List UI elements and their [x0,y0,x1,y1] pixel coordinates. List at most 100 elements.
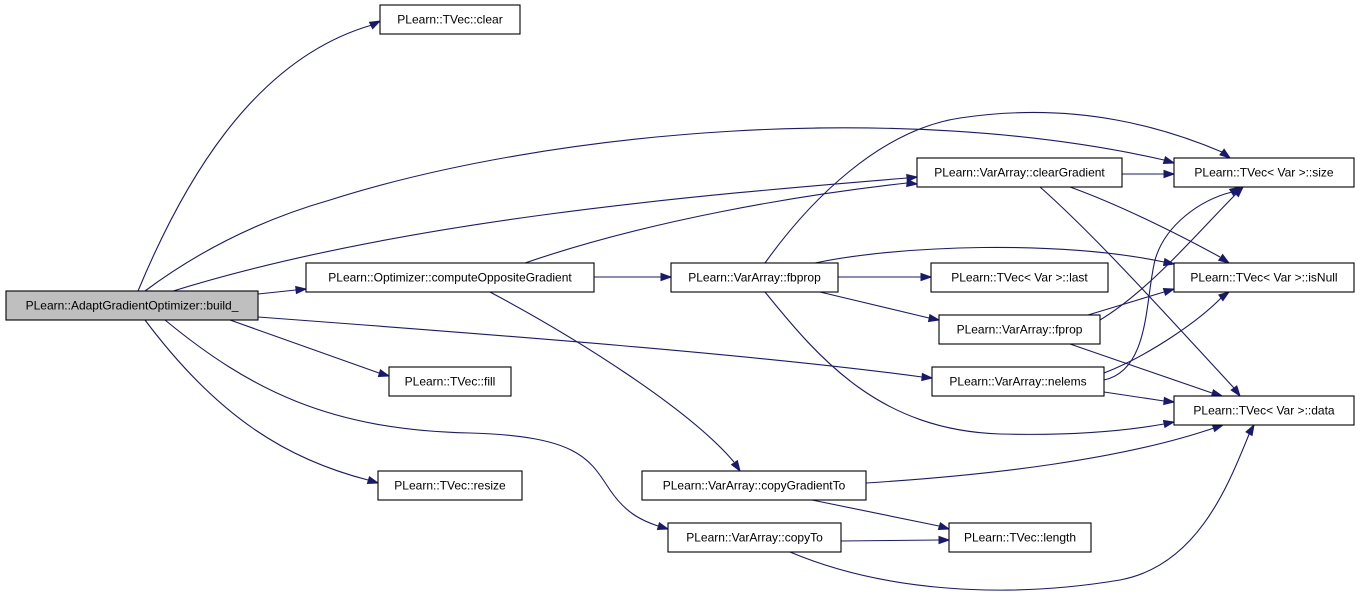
edge-line [164,319,659,527]
edge-va-fprop-to-tvec-isNull [1087,287,1176,316]
edge-root-to-va-copyTo [164,319,670,531]
edge-root-to-va-nelems [257,316,934,382]
node-box [5,290,259,321]
node-label: PLearn::TVec< Var >::data [1193,404,1335,418]
node-tvec-length[interactable]: PLearn::TVec::length [948,522,1092,553]
edge-root-to-va-clearGradient [169,173,919,293]
edge-line [1099,193,1237,321]
arrowhead [377,368,391,378]
node-label: PLearn::VarArray::fbprop [688,271,821,285]
arrowhead [938,535,951,545]
edge-va-nelems-to-tvec-size [1103,186,1242,381]
arrowhead [1217,253,1231,264]
node-label: PLearn::VarArray::clearGradient [934,166,1105,180]
node-tvec-fill[interactable]: PLearn::TVec::fill [388,366,512,397]
arrowhead [1211,424,1225,433]
node-opt-cog[interactable]: PLearn::Optimizer::computeOppositeGradie… [305,262,595,293]
edge-va-copyTo-to-tvec-length [840,535,951,545]
node-label: PLearn::TVec::clear [397,13,502,27]
arrowhead [921,372,934,382]
edge-root-to-opt-cog [257,285,308,295]
edge-line [144,127,1165,292]
edge-line [1103,296,1223,374]
node-box [641,470,867,501]
node-tvec-size[interactable]: PLearn::TVec< Var >::size [1173,157,1355,188]
arrowhead [368,20,382,30]
arrowhead [920,272,933,282]
arrowhead [656,521,670,531]
node-label: PLearn::VarArray::fprop [957,323,1083,337]
edge-root-to-tvec-size [144,127,1176,292]
node-box [930,262,1109,293]
arrowhead [1228,186,1242,197]
node-label: PLearn::VarArray::copyTo [686,531,823,545]
edge-va-fbprop-to-tvec-data [764,291,1176,435]
arrowhead [1218,291,1231,302]
edge-va-nelems-to-tvec-isNull [1103,291,1231,374]
edge-line [789,431,1251,591]
arrowhead [906,173,919,183]
edge-root-to-tvec-fill [229,319,391,378]
node-va-copyGradientTo[interactable]: PLearn::VarArray::copyGradientTo [641,470,867,501]
arrowhead [1162,257,1176,267]
edge-va-fprop-to-tvec-size [1099,185,1245,321]
edge-line [144,319,369,481]
node-label: PLearn::Optimizer::computeOppositeGradie… [328,271,572,285]
node-tvec-data[interactable]: PLearn::TVec< Var >::data [1173,395,1355,426]
edge-line [257,316,923,378]
node-label: PLearn::TVec::fill [405,375,496,389]
arrowhead [1163,169,1176,179]
edge-line [1103,191,1233,381]
arrowhead [660,272,673,282]
node-box [916,157,1123,188]
node-tvec-clear[interactable]: PLearn::TVec::clear [379,4,521,35]
node-va-fprop[interactable]: PLearn::VarArray::fprop [938,314,1101,345]
node-tvec-isNull[interactable]: PLearn::TVec< Var >::isNull [1173,262,1355,293]
nodes-layer: PLearn::AdaptGradientOptimizer::build_PL… [5,4,1355,553]
node-va-clearGradient[interactable]: PLearn::VarArray::clearGradient [916,157,1123,188]
arrowhead [937,521,951,531]
node-label: PLearn::TVec::length [964,531,1076,545]
edge-line [524,182,908,264]
arrowhead [1163,396,1176,406]
edge-va-copyGradientTo-to-tvec-length [811,499,951,531]
arrowhead [1219,148,1232,159]
edge-line [819,291,930,319]
edge-line [489,291,735,463]
edge-root-to-tvec-clear [137,20,382,292]
node-box [938,314,1101,345]
node-box [388,366,512,397]
edge-line [764,291,1165,435]
node-label: PLearn::VarArray::copyGradientTo [663,479,846,493]
edge-line [229,319,380,374]
edge-root-to-tvec-resize [144,319,380,485]
edge-line [840,539,940,542]
node-tvec-last[interactable]: PLearn::TVec< Var >::last [930,262,1109,293]
arrowhead [1245,423,1255,437]
node-root[interactable]: PLearn::AdaptGradientOptimizer::build_ [5,290,259,321]
edge-line [865,427,1215,484]
edges-layer [137,20,1255,591]
node-va-copyTo[interactable]: PLearn::VarArray::copyTo [667,522,842,553]
edge-line [764,111,1223,264]
node-box [670,262,839,293]
edge-opt-cog-to-va-fbprop [594,272,673,282]
node-va-fbprop[interactable]: PLearn::VarArray::fbprop [670,262,839,293]
node-box [305,262,595,293]
edge-line [814,246,1165,264]
edge-va-fbprop-to-tvec-isNull [814,246,1176,267]
edge-opt-cog-to-va-copyGradientTo [489,291,741,473]
edge-line [257,289,297,295]
node-tvec-resize[interactable]: PLearn::TVec::resize [377,470,523,501]
edge-va-fbprop-to-tvec-size [764,111,1232,264]
arrowhead [1230,385,1241,398]
node-label: PLearn::TVec< Var >::last [951,271,1088,285]
arrowhead [906,178,919,188]
node-va-nelems[interactable]: PLearn::VarArray::nelems [931,366,1105,397]
node-box [379,4,521,35]
edge-line [1069,186,1221,258]
edge-va-clearGradient-to-tvec-size [1122,169,1176,179]
edge-va-clearGradient-to-tvec-data [1039,186,1241,398]
edge-opt-cog-to-va-clearGradient [524,178,919,264]
